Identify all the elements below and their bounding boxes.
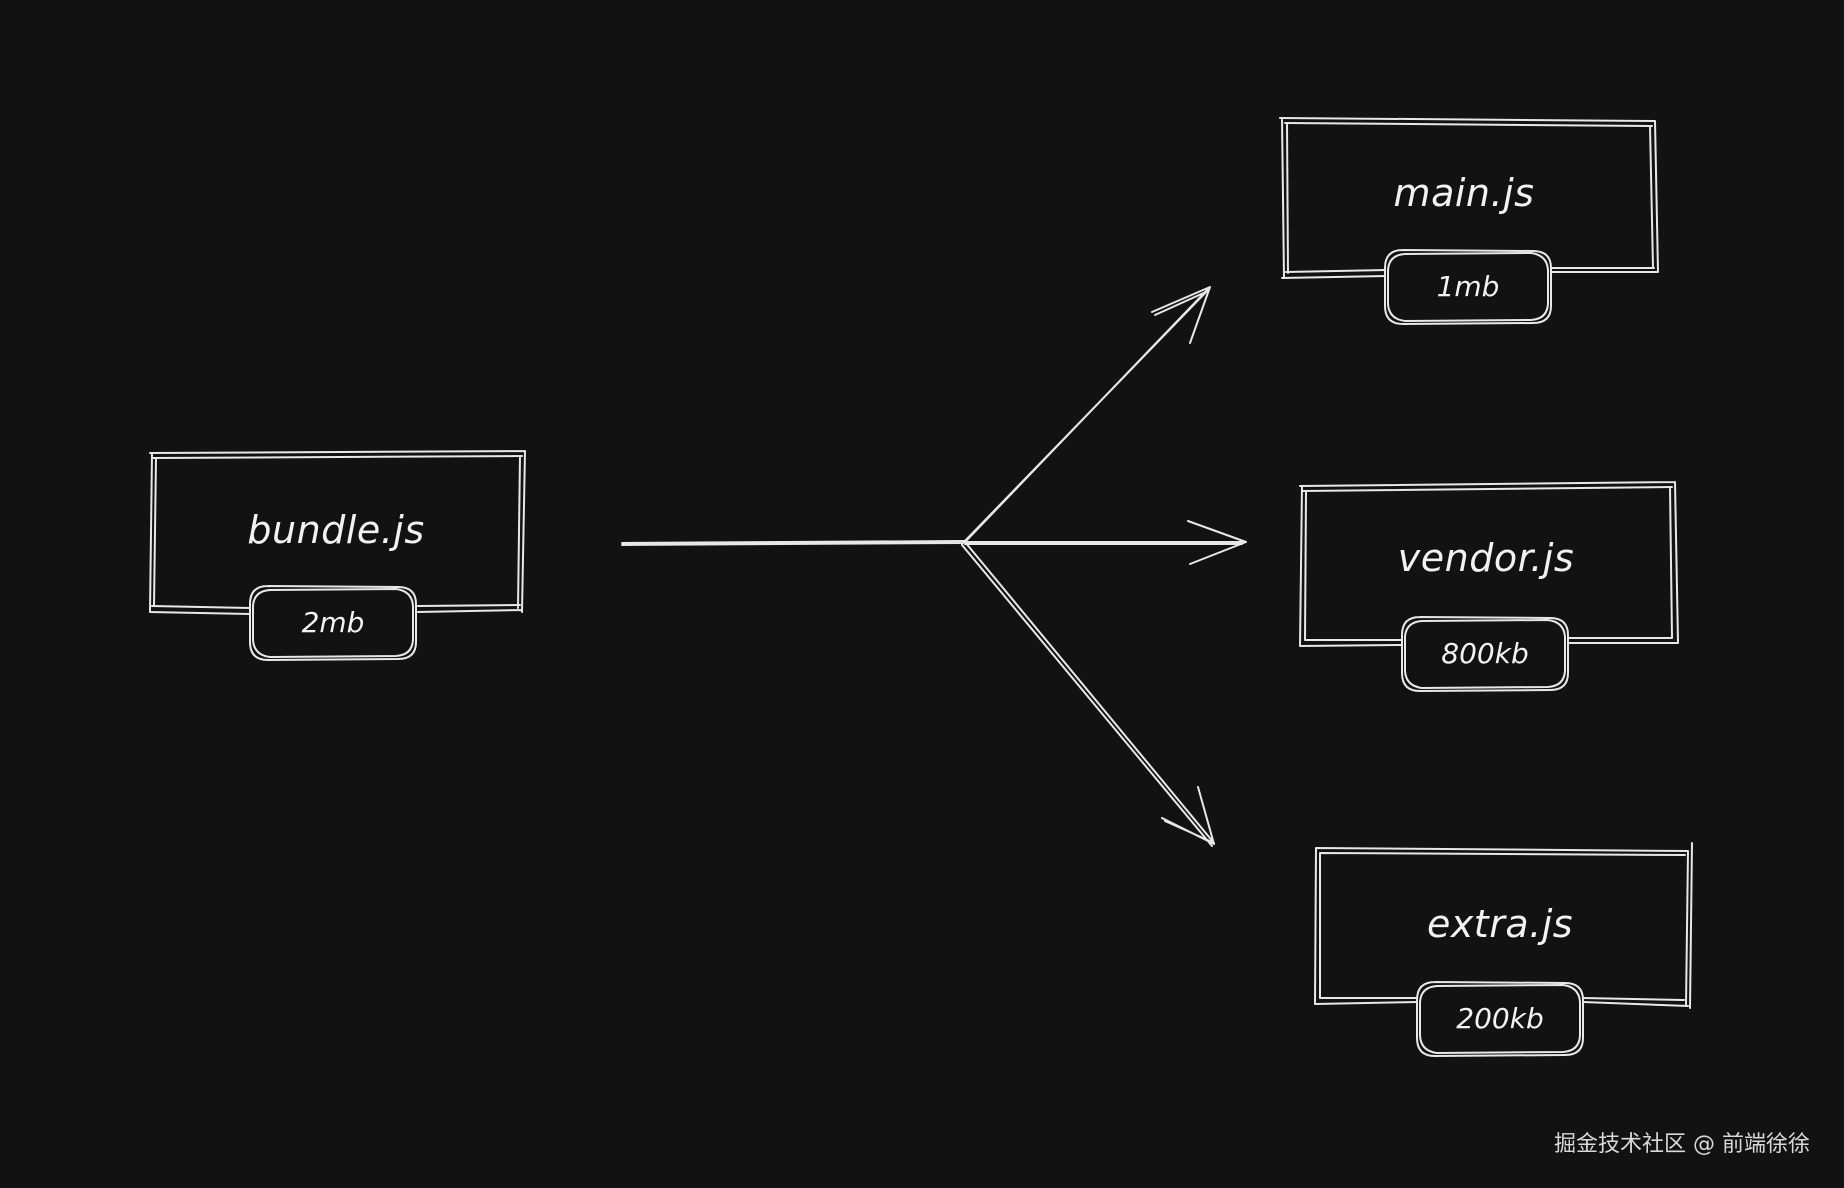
target-node-main: main.js 1mb <box>1279 117 1659 325</box>
arrow-to-main <box>961 286 1211 545</box>
source-name: bundle.js <box>247 508 424 552</box>
extra-name: extra.js <box>1427 902 1573 946</box>
arrow-stem <box>621 540 966 546</box>
vendor-size: 800kb <box>1441 637 1528 670</box>
source-node: bundle.js 2mb <box>149 450 526 661</box>
arrow-to-vendor <box>964 520 1247 565</box>
main-name: main.js <box>1394 171 1535 215</box>
target-node-vendor: vendor.js 800kb <box>1299 481 1679 692</box>
main-size-badge: 1mb <box>1384 249 1552 325</box>
watermark: 掘金技术社区 @ 前端徐徐 <box>1554 1132 1810 1157</box>
extra-size: 200kb <box>1456 1002 1543 1035</box>
main-size: 1mb <box>1437 270 1500 303</box>
source-size: 2mb <box>302 606 365 639</box>
arrow-to-extra <box>961 541 1215 847</box>
target-node-extra: extra.js 200kb <box>1314 842 1693 1057</box>
split-arrows <box>621 286 1247 847</box>
vendor-size-badge: 800kb <box>1401 616 1569 692</box>
vendor-name: vendor.js <box>1398 536 1574 580</box>
extra-size-badge: 200kb <box>1416 981 1584 1057</box>
source-size-badge: 2mb <box>249 585 417 661</box>
